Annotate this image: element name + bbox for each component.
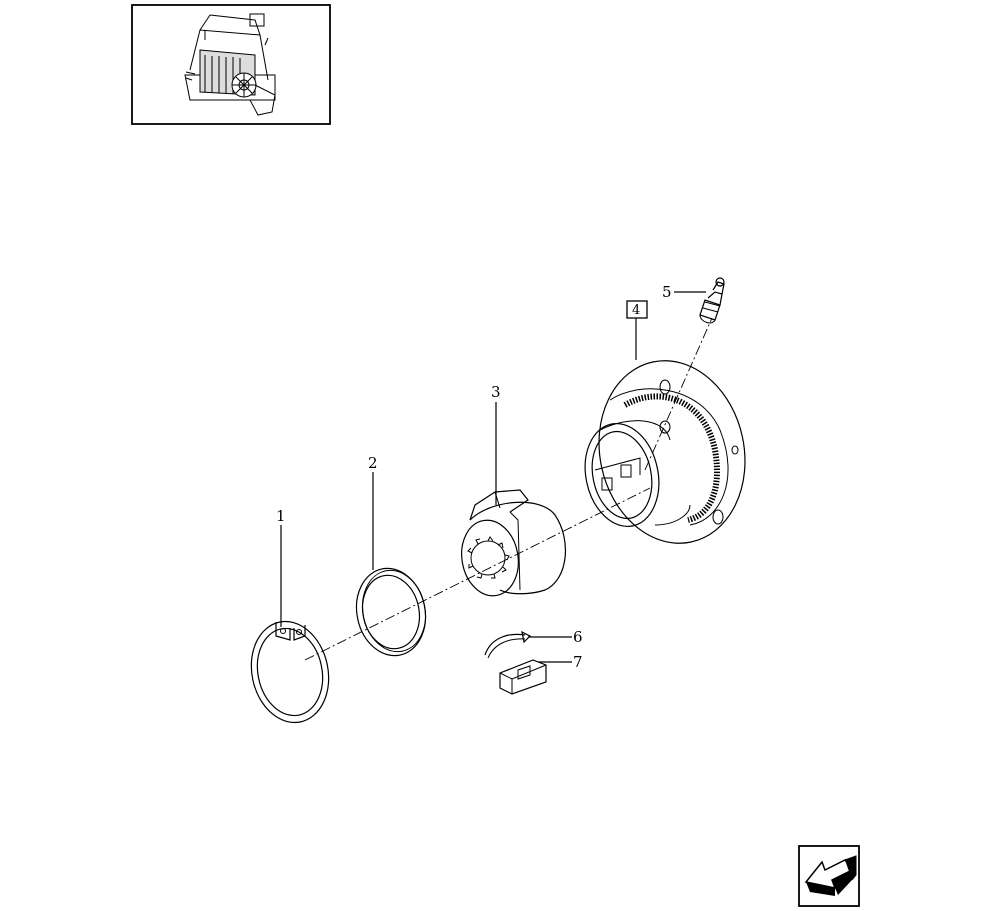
callout-7: 7 bbox=[573, 653, 583, 671]
previous-page-arrow-icon[interactable] bbox=[798, 845, 860, 907]
leader-lines bbox=[280, 291, 706, 663]
callout-4-box bbox=[626, 300, 648, 319]
callout-6: 6 bbox=[573, 628, 583, 646]
part-7-key[interactable] bbox=[499, 659, 547, 695]
callout-labels: 1 2 3 4 5 6 7 bbox=[276, 283, 672, 671]
machine-overview-thumbnail[interactable] bbox=[131, 4, 331, 125]
part-4-flanged-housing[interactable] bbox=[576, 347, 762, 557]
part-2-ring[interactable] bbox=[349, 562, 434, 662]
callout-5: 5 bbox=[662, 283, 672, 301]
part-5-screw[interactable] bbox=[699, 277, 725, 324]
part-3-splined-hub[interactable] bbox=[456, 489, 567, 600]
part-6-spring-wire[interactable] bbox=[484, 630, 532, 659]
callout-2: 2 bbox=[368, 454, 378, 472]
part-1-snap-ring[interactable] bbox=[242, 614, 338, 730]
callout-1: 1 bbox=[276, 507, 286, 525]
callout-4: 4 bbox=[632, 303, 640, 318]
callout-3: 3 bbox=[491, 383, 501, 401]
